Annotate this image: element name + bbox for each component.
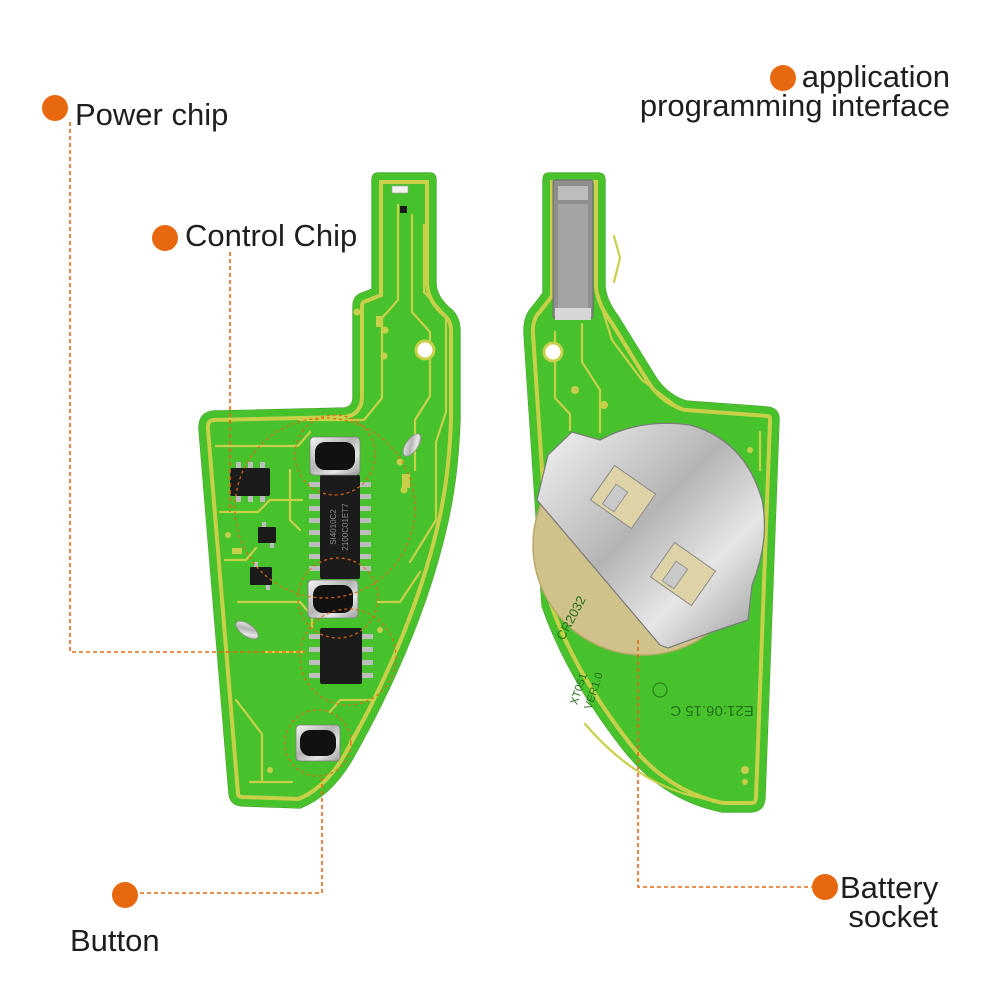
trace <box>598 300 684 412</box>
chip-marking-line1: SI4010C2 <box>329 509 338 545</box>
trace <box>553 330 572 432</box>
callout-button: Button <box>70 778 323 958</box>
small-chip-b <box>258 522 276 548</box>
small-white-component <box>391 185 409 194</box>
right-pcb-back: CR2032 XT051 VER1.0 E21:06.15 C <box>523 172 780 813</box>
battery-clip-tab <box>601 483 629 513</box>
trace <box>234 698 264 784</box>
control-chip: SI4010C2 2100C01ET7 <box>309 475 371 579</box>
small-smd-component <box>400 206 407 213</box>
label-button: Button <box>70 923 160 958</box>
via-pad <box>267 767 273 773</box>
label-control-chip: Control Chip <box>185 218 357 253</box>
tactile-button-bottom <box>295 724 341 762</box>
left-board-pads <box>225 308 410 773</box>
date-code-marking: E21:06.15 C <box>670 702 754 719</box>
left-board-traces <box>214 203 448 784</box>
battery-clip <box>536 422 766 649</box>
highlight-ring-control-chip <box>234 417 416 599</box>
battery-socket <box>532 422 766 656</box>
left-board-edge-trace <box>198 173 461 808</box>
trace <box>583 722 714 802</box>
trace <box>328 698 374 714</box>
callout-dot <box>112 882 138 908</box>
tactile-button-top <box>309 436 361 476</box>
chip-marking-line2: 2100C01ET7 <box>341 503 350 551</box>
callout-dot <box>770 65 796 91</box>
trace <box>410 213 432 472</box>
leader-line <box>69 122 305 653</box>
right-board-traces <box>553 234 762 802</box>
crystal-component <box>402 433 422 457</box>
via-pad <box>742 779 748 785</box>
label-power-chip: Power chip <box>75 97 228 132</box>
highlight-ring-power-chip <box>299 608 397 706</box>
callout-api: application programming interface <box>640 59 950 123</box>
smd-pad <box>402 474 410 488</box>
via-pad <box>353 308 361 316</box>
smd-pad <box>232 548 242 554</box>
leader-line <box>140 778 323 894</box>
via-pad <box>571 386 579 394</box>
callout-control-chip: Control Chip <box>152 218 357 512</box>
callout-dot <box>42 95 68 121</box>
left-pcb-front: SI4010C2 2100C01ET7 <box>198 172 461 809</box>
via-pad <box>747 447 753 453</box>
crystal-component <box>235 620 259 640</box>
trace <box>612 234 622 284</box>
highlight-ring-middle-button <box>297 557 379 639</box>
smd-pad <box>376 316 383 327</box>
callout-dot <box>812 874 838 900</box>
small-chip-a <box>230 462 270 502</box>
via-pad <box>400 486 408 494</box>
mounting-hole <box>542 341 564 363</box>
right-board-pads <box>571 386 753 785</box>
battery-clip-tab <box>661 560 689 590</box>
via-pad <box>380 352 388 360</box>
trace <box>288 468 302 532</box>
trace <box>376 570 422 604</box>
trace <box>348 518 440 744</box>
board-logo <box>652 682 668 698</box>
programming-interface-connector <box>552 179 594 320</box>
trace <box>408 223 448 564</box>
label-battery-line2: socket <box>848 899 938 934</box>
via-pad <box>600 401 608 409</box>
power-chip <box>309 628 373 684</box>
via-pad <box>377 627 383 633</box>
trace <box>223 546 258 562</box>
label-api-line1: application <box>802 59 950 94</box>
small-chip-c <box>250 562 272 590</box>
via-pad <box>225 532 231 538</box>
via-pad <box>741 766 749 774</box>
callout-power-chip: Power chip <box>42 95 305 653</box>
trace <box>236 600 314 630</box>
highlight-ring-bottom-button <box>284 709 352 777</box>
callout-dot <box>152 225 178 251</box>
trace <box>218 498 304 514</box>
via-pad <box>396 458 404 466</box>
callout-battery-socket: Battery socket <box>637 640 939 934</box>
trace <box>580 322 602 434</box>
mounting-hole <box>414 339 436 361</box>
leader-line <box>637 640 812 888</box>
via-pad <box>381 326 389 334</box>
tactile-button-middle <box>307 579 359 619</box>
label-battery-line1: Battery <box>840 870 939 905</box>
highlight-ring-top-button <box>294 414 376 496</box>
label-api-line2: programming interface <box>640 88 950 123</box>
trace <box>214 430 312 448</box>
